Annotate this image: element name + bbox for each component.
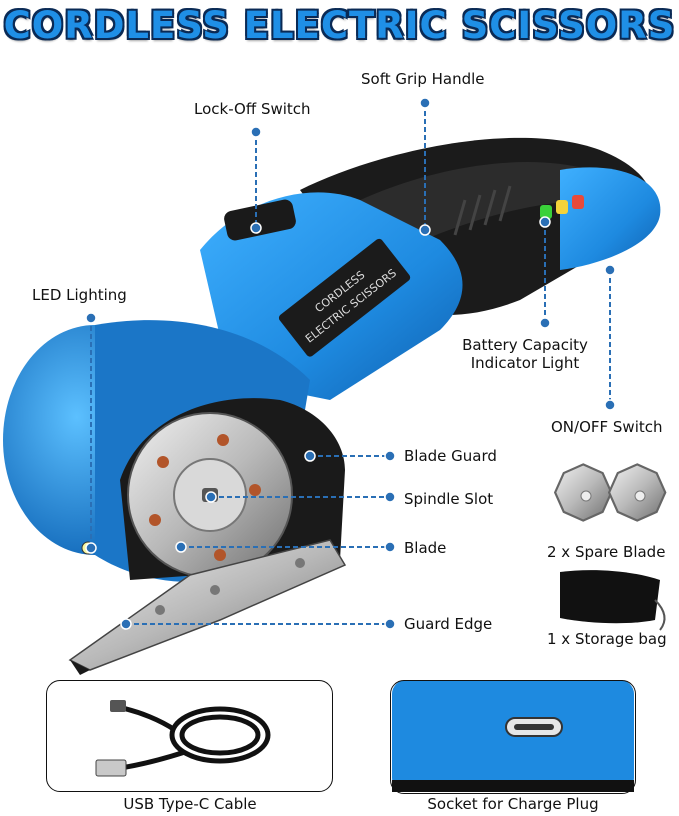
spare-blade-1 xyxy=(553,463,613,522)
storage-bag xyxy=(560,570,666,631)
blade-label: Blade xyxy=(404,539,447,557)
storage-bag-label: 1 x Storage bag xyxy=(547,630,667,648)
socket-panel xyxy=(390,680,636,794)
usb-cable-caption: USB Type-C Cable xyxy=(123,795,257,813)
lock-off-switch xyxy=(224,199,296,241)
usb-cable-illustration xyxy=(95,700,271,777)
battery-indicator-label: Battery Capacity Indicator Light xyxy=(462,336,588,372)
blade-guard-label: Blade Guard xyxy=(404,447,497,465)
soft-grip-handle-label: Soft Grip Handle xyxy=(361,70,485,88)
page-title: CORDLESS ELECTRIC SCISSORS xyxy=(3,4,676,47)
socket-caption: Socket for Charge Plug xyxy=(427,795,599,813)
usb-cable-panel xyxy=(46,680,333,792)
spindle-slot-label: Spindle Slot xyxy=(404,490,494,508)
battery-indicator-lights xyxy=(540,195,584,219)
spare-blade-2 xyxy=(607,463,667,522)
spare-blade-label: 2 x Spare Blade xyxy=(547,543,666,561)
socket-illustration xyxy=(392,680,634,792)
on-off-switch-label: ON/OFF Switch xyxy=(551,418,663,436)
callout-lines xyxy=(90,103,611,625)
lock-off-switch-label: Lock-Off Switch xyxy=(194,100,311,118)
guard-edge-label: Guard Edge xyxy=(404,615,493,633)
led-lighting-label: LED Lighting xyxy=(32,286,127,304)
callout-dots xyxy=(85,97,616,630)
